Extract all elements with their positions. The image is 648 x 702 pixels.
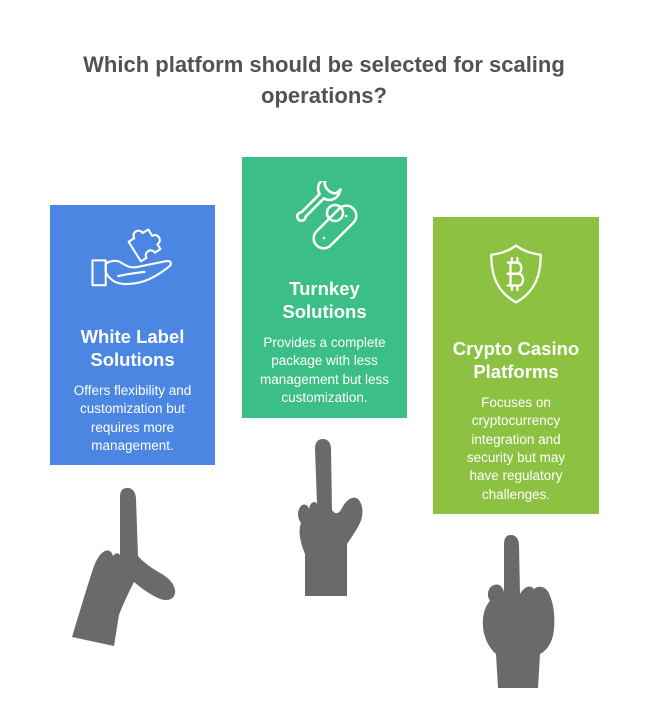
hand-holding-puzzle-icon xyxy=(90,228,172,287)
card-description: Provides a complete package with less ma… xyxy=(259,334,390,406)
card-description: Focuses on cryptocurrency integration an… xyxy=(466,394,566,502)
wrench-tools-icon xyxy=(295,181,358,250)
pointing-hand-middle-icon xyxy=(298,439,363,596)
pointing-hand-left-icon xyxy=(72,487,176,646)
bitcoin-shield-icon xyxy=(490,244,542,304)
card-title: Crypto Casino Platforms xyxy=(452,338,580,383)
card-crypto-casino-platforms: Crypto Casino Platforms Focuses on crypt… xyxy=(433,217,599,514)
card-title: Turnkey Solutions xyxy=(282,278,367,323)
card-white-label-solutions: White Label Solutions Offers flexibility… xyxy=(50,205,215,465)
pointing-hand-right-icon xyxy=(482,535,555,688)
card-title: White Label Solutions xyxy=(80,326,185,371)
page-title: Which platform should be selected for sc… xyxy=(83,52,565,108)
card-description: Offers flexibility and customization but… xyxy=(73,382,192,454)
card-turnkey-solutions: Turnkey Solutions Provides a complete pa… xyxy=(242,157,407,418)
